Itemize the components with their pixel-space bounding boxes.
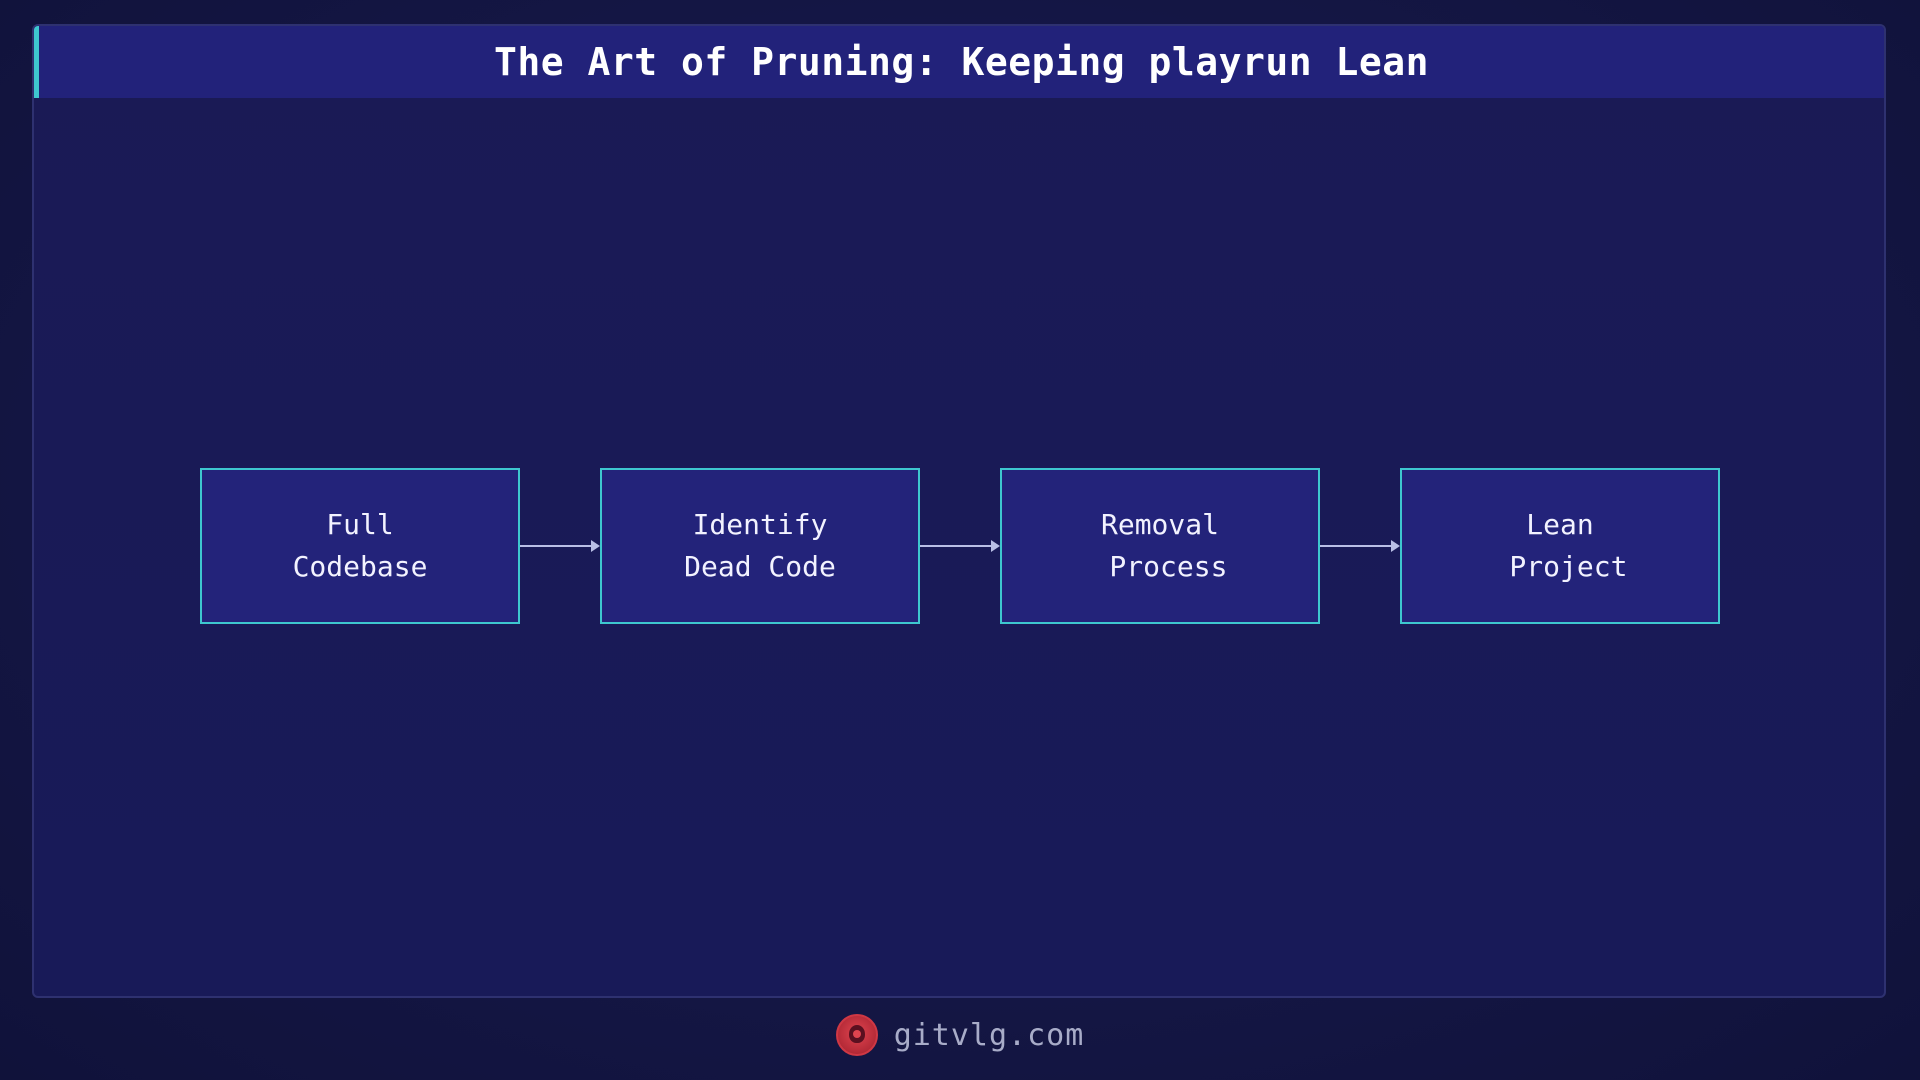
lion-head-icon <box>835 1014 878 1056</box>
content-panel: The Art of Pruning: Keeping playrun Lean <box>32 24 1886 998</box>
page-title: The Art of Pruning: Keeping playrun Lean <box>493 40 1430 84</box>
site-url[interactable]: gitvlg.com <box>893 1017 1085 1053</box>
title-bar: The Art of Pruning: Keeping playrun Lean <box>34 26 1884 98</box>
footer: gitvlg.com <box>0 1010 1920 1060</box>
